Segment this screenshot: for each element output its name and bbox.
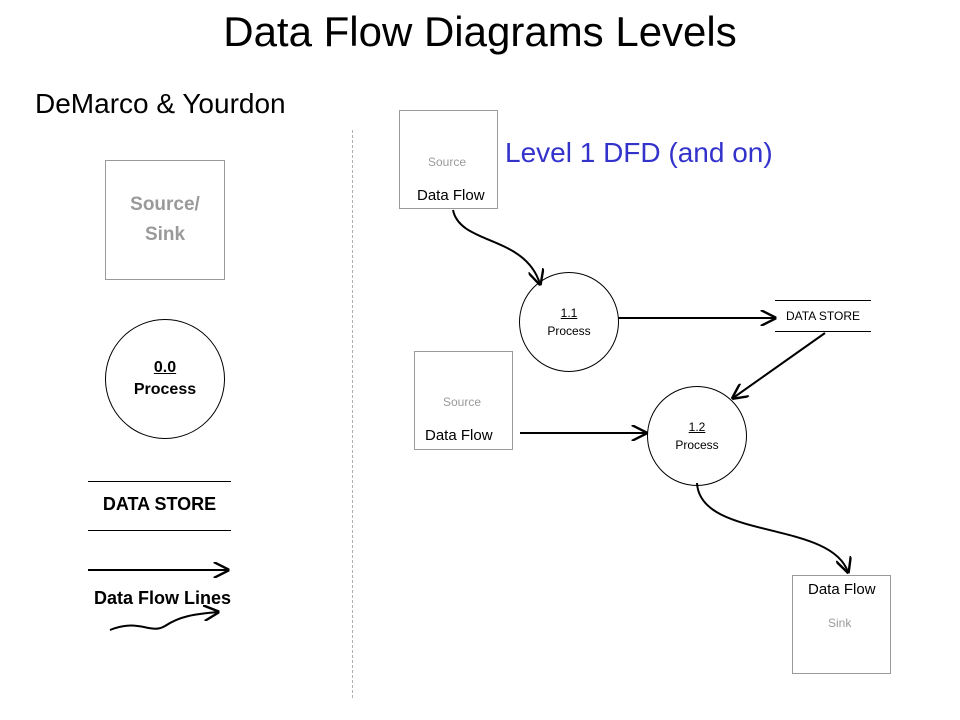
legend-source-sink-box: Source/ Sink: [105, 160, 225, 280]
legend-data-flow-lines-label: Data Flow Lines: [93, 588, 232, 608]
flow-process2-to-sink: [696, 482, 848, 572]
legend-process-label: Process: [133, 381, 197, 398]
source-2-name: Source: [443, 395, 482, 409]
flow-source1-to-process1: [452, 209, 540, 284]
subtitle: DeMarco & Yourdon: [35, 88, 286, 119]
source-2-flow: Data Flow: [425, 427, 493, 444]
sink-flow: Data Flow: [808, 581, 876, 598]
legend-data-store-top-line: [88, 481, 231, 482]
legend-process-circle: 0.0 Process: [105, 319, 225, 439]
source-box-2: Source Data Flow: [414, 351, 513, 450]
sink-name: Sink: [828, 616, 852, 630]
process-circle-1-2: 1.2 Process: [647, 386, 747, 486]
divider: [352, 130, 353, 698]
process-1-2-label: Process: [675, 438, 719, 452]
process-1-1-number: 1.1: [560, 306, 578, 320]
source-1-name: Source: [428, 155, 467, 169]
process-circle-1-1: 1.1 Process: [519, 272, 619, 372]
process-1-2-number: 1.2: [688, 420, 706, 434]
legend-data-store-bottom-line: [88, 530, 231, 531]
data-store-label: DATA STORE: [785, 309, 860, 323]
flow-store-to-process2: [733, 332, 826, 398]
source-1-flow: Data Flow: [417, 187, 485, 204]
legend-process-number: 0.0: [153, 359, 177, 376]
source-box-1: Source Data Flow: [399, 110, 498, 209]
legend-source-sink-label: Source/ Sink: [130, 194, 200, 245]
data-store-top-line: [775, 300, 871, 301]
legend-data-store-label: DATA STORE: [102, 494, 217, 514]
process-1-1-label: Process: [547, 324, 591, 338]
data-store-bottom-line: [775, 331, 871, 332]
level-title: Level 1 DFD (and on): [505, 137, 773, 168]
legend-curved-arrow: [109, 612, 218, 631]
page-title: Data Flow Diagrams Levels: [223, 8, 737, 55]
